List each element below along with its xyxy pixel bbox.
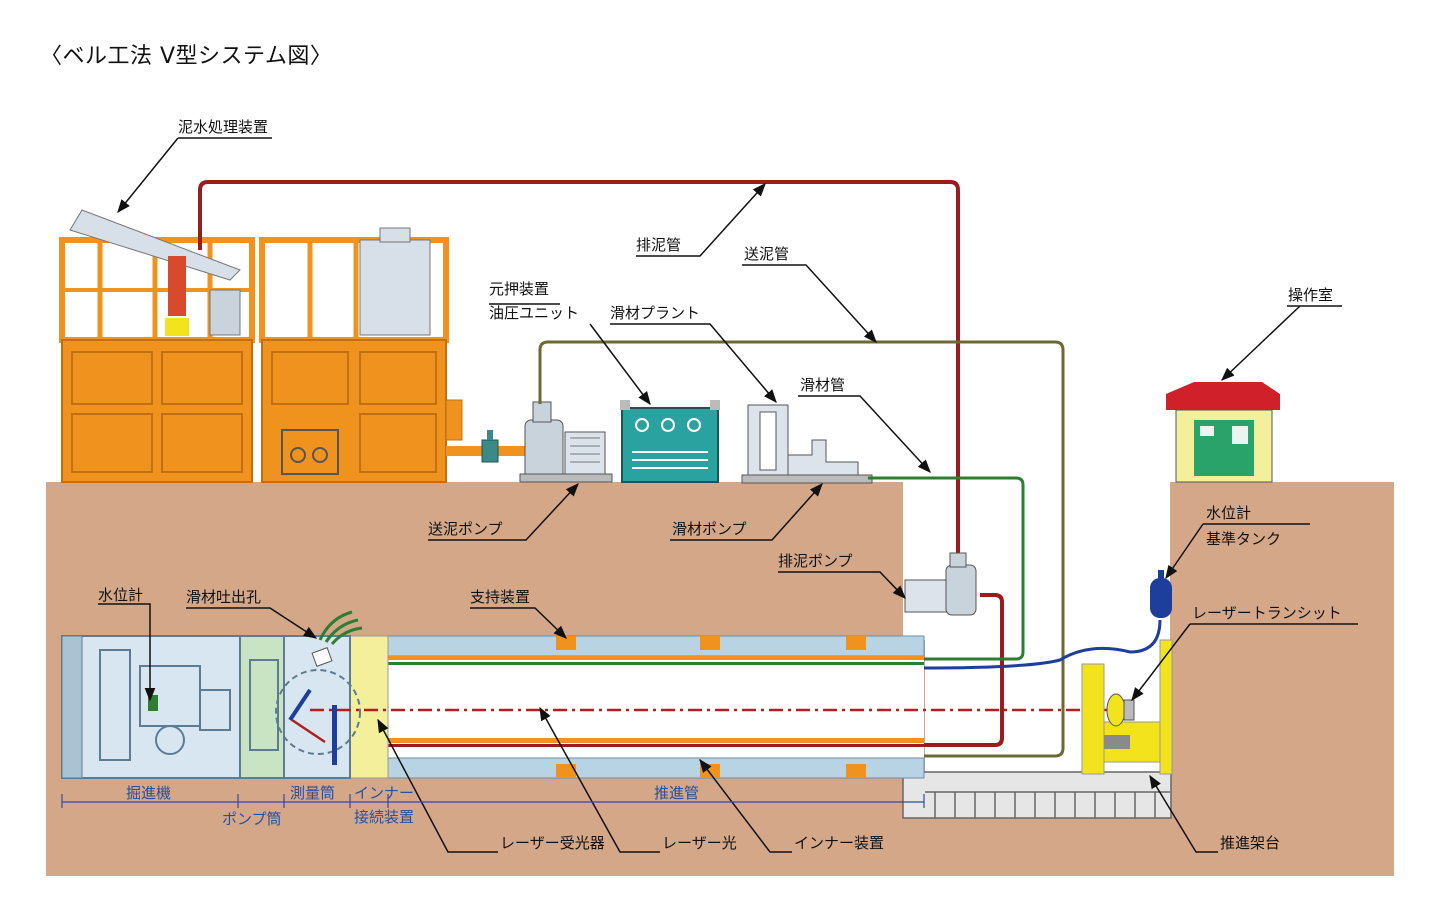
label-laser-beam: レーザー光 [662,834,737,852]
lubricant-line [868,476,1025,661]
label-lubricant-pump: 滑材ポンプ [672,520,747,538]
reference-tank-icon [1150,570,1172,618]
label-support-device: 支持装置 [470,588,530,606]
page-title: 〈ベル工法 V型システム図〉 [40,44,333,69]
survey-tube [275,635,361,779]
mud-treatment-plant [59,209,255,483]
label-discharge-pump: 排泥ポンプ [778,552,853,570]
feed-pump [519,401,613,483]
label-lubricant-outlet: 滑材吐出孔 [186,588,261,606]
laser-transit-icon [1081,639,1173,775]
mud-treatment-plant-right [259,227,463,483]
section-ruler [61,794,925,808]
label-jacking-base: 推進架台 [1220,834,1280,852]
label-hydraulic-unit: 油圧ユニット [489,304,579,322]
lubricant-plant [741,404,873,484]
labels: 泥水処理装置 排泥管 送泥管 元押装置 油圧ユニット 滑材プラント 滑材管 操作… [98,118,1342,852]
label-inner-connect-1: インナー [354,784,414,802]
label-lubricant-pipe: 滑材管 [800,376,845,394]
label-survey-tube: 測量筒 [290,784,335,802]
label-reference-tank: 基準タンク [1206,530,1281,548]
label-laser-transit: レーザートランシット [1192,604,1342,622]
label-main-jack: 元押装置 [489,280,549,298]
pump-tube [239,635,285,779]
valve-icon [481,430,499,463]
leader-lines [98,137,1358,853]
excavator [61,635,241,779]
hydraulic-unit [620,400,720,483]
feed-line [538,340,1065,758]
label-inner-device: インナー装置 [794,834,884,852]
jacking-pipe [349,635,925,779]
label-lubricant-plant: 滑材プラント [610,304,700,322]
label-jacking-pipe: 推進管 [654,784,699,802]
label-feed-pump: 送泥ポンプ [428,520,503,538]
label-water-level-right: 水位計 [1206,504,1251,522]
discharge-line [198,180,1004,747]
discharge-pump [904,552,977,616]
label-excavator: 掘進機 [126,784,171,802]
label-mud-treatment: 泥水処理装置 [178,118,268,136]
lubricant-outlet-icon [318,610,363,645]
label-water-level-left: 水位計 [98,586,143,604]
label-discharge-pipe: 排泥管 [636,236,681,254]
label-inner-connect-2: 接続装置 [354,808,414,826]
control-room-icon [1166,382,1280,483]
label-pump-tube: ポンプ筒 [222,810,282,828]
label-laser-receiver: レーザー受光器 [500,834,605,852]
label-feed-pipe: 送泥管 [744,245,789,263]
launch-shaft [902,771,1172,819]
label-control-room: 操作室 [1288,286,1333,304]
